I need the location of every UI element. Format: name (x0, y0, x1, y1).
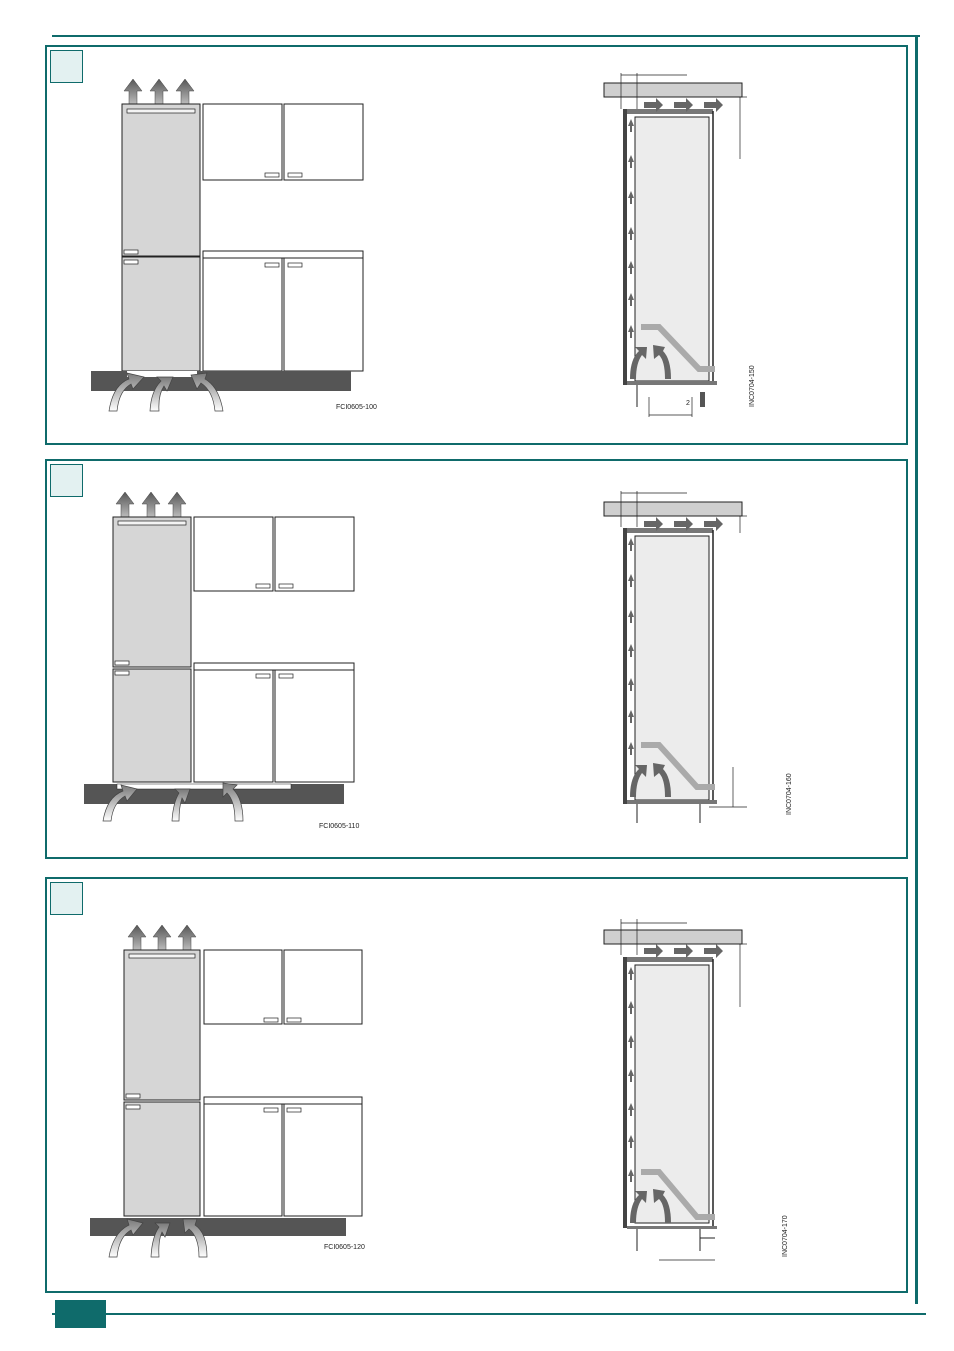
figure-panel-2: FCI0605-110 (45, 459, 908, 859)
figure-marker (50, 50, 83, 83)
section-code: INC0704-150 (749, 365, 756, 407)
figure-panel-3: FCI0605-120 (45, 877, 908, 1293)
page-number-block (55, 1300, 106, 1328)
section-code: INC0704-160 (786, 773, 793, 815)
illustration: FCI0605-100 (91, 73, 756, 417)
top-rule (52, 35, 920, 37)
section-code: INC0704-170 (782, 1215, 789, 1257)
figure-code: FCI0605-120 (324, 1244, 365, 1251)
figure-marker (50, 464, 83, 497)
figure-panel-1: FCI0605-100 (45, 45, 908, 445)
figure-marker (50, 882, 83, 915)
figure-code: FCI0605-110 (319, 823, 359, 830)
figure-code: FCI0605-100 (336, 404, 377, 411)
ventilation-section-drawing: INC0704-160 (603, 491, 793, 823)
exhaust-arrows (123, 78, 195, 105)
airflow-arrows (628, 98, 723, 379)
right-rule (915, 36, 918, 1304)
illustration: FCI0605-120 (90, 919, 789, 1261)
ventilation-section-drawing: INC0704-170 (603, 919, 789, 1261)
kitchen-elevation-drawing (90, 924, 363, 1258)
intake-arrows (108, 372, 224, 412)
kitchen-elevation-drawing (84, 491, 355, 822)
bottom-rule (52, 1313, 926, 1315)
kitchen-elevation-drawing (91, 78, 364, 412)
ventilation-section-drawing: 2 INC0704-150 (603, 73, 756, 417)
illustration: FCI0605-110 (84, 491, 793, 830)
dimension-label: 2 (686, 400, 690, 407)
